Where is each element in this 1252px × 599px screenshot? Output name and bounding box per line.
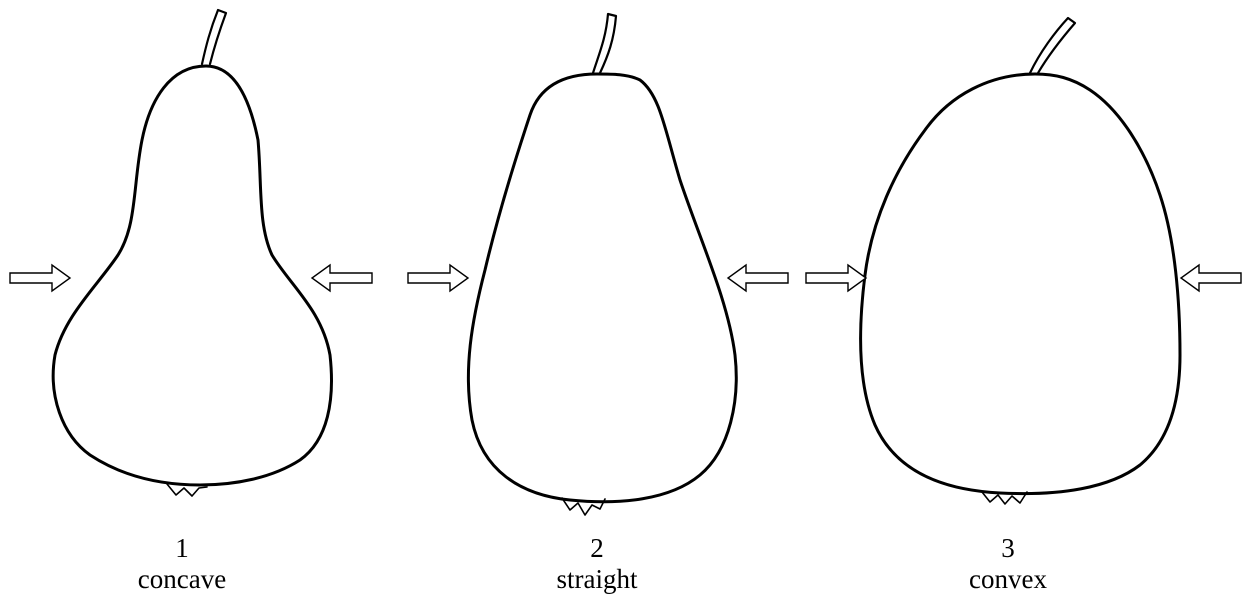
shape-name: straight [556,564,638,594]
pear-concave-calyx [166,483,208,497]
pear-concave-stalk [200,8,228,66]
arrow-right-icon [805,263,868,293]
pear-straight-calyx [561,497,606,516]
caption-straight: 2 straight [497,533,697,595]
shape-name: convex [969,564,1047,594]
arrow-right-icon [407,263,470,293]
caption-concave: 1 concave [82,533,282,595]
pear-convex-outline [859,72,1182,496]
arrow-left-icon [310,263,373,293]
arrow-left-icon [1179,263,1242,293]
shape-name: concave [137,564,227,594]
pear-straight-outline [466,72,738,504]
shape-number: 3 [1001,533,1015,563]
pear-concave [51,8,333,497]
pear-straight-stalk [591,12,618,75]
arrow-left-icon [726,263,789,293]
pear-convex-stalk [1028,16,1077,75]
pear-concave-outline [51,64,333,487]
caption-convex: 3 convex [908,533,1108,595]
pear-straight [466,12,738,516]
pear-convex [859,16,1182,505]
shape-number: 2 [590,533,604,563]
arrow-right-icon [9,263,72,293]
pear-convex-calyx [981,491,1028,505]
shape-number: 1 [175,533,189,563]
